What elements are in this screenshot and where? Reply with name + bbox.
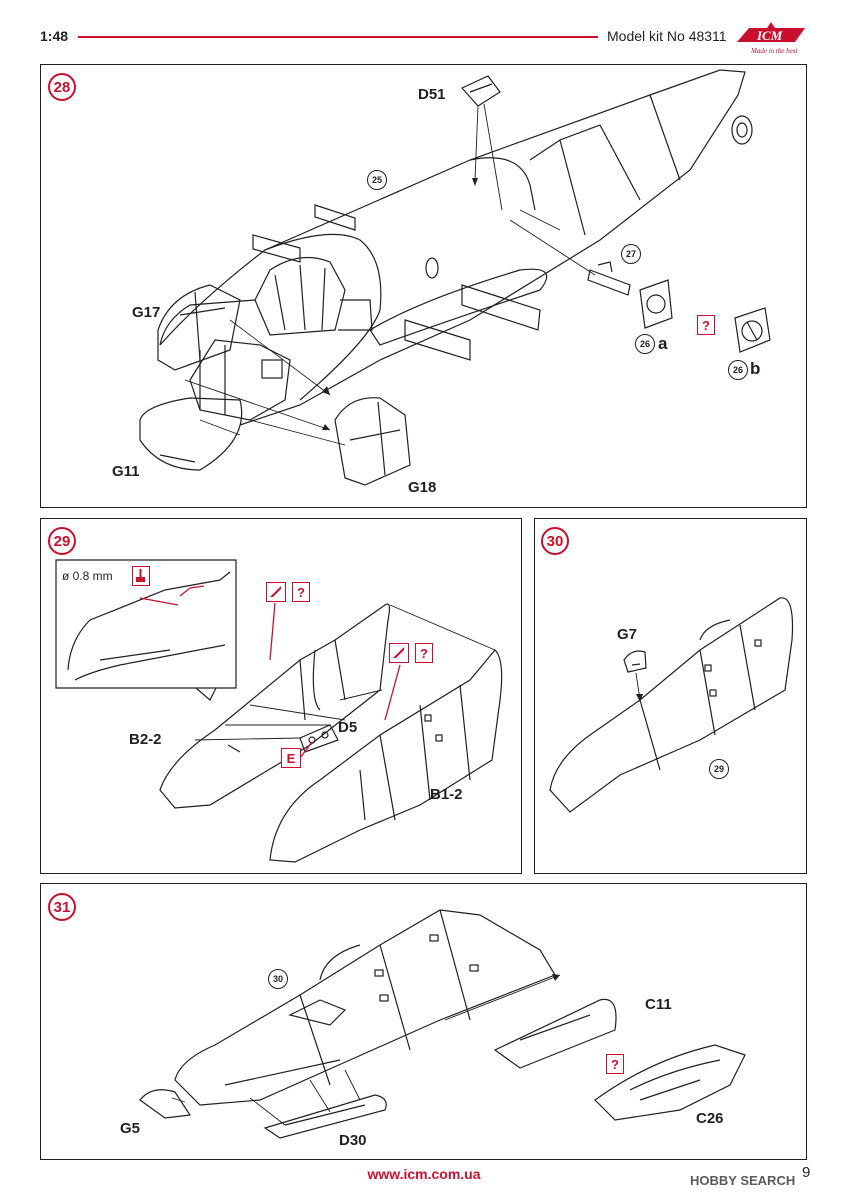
part-g7-label: G7 (617, 626, 638, 643)
part-c26-label: C26 (696, 1110, 724, 1127)
svg-text:Made in the best: Made in the best (750, 47, 799, 55)
glue-icon-b2 (266, 582, 286, 602)
step-31-panel (40, 883, 807, 1160)
part-d51-label: D51 (418, 86, 446, 103)
part-g11-label: G11 (112, 463, 140, 480)
watermark-text: HOBBY SEARCH (690, 1173, 796, 1188)
part-g5-label: G5 (120, 1120, 141, 1137)
page-number: 9 (802, 1164, 811, 1181)
drill-icon (132, 566, 150, 586)
ref-30: 30 (268, 969, 288, 989)
svg-text:ICM: ICM (756, 28, 783, 43)
glue-icon-b1 (389, 643, 409, 663)
header-rule (78, 36, 598, 38)
step-29-panel (40, 518, 522, 874)
part-d30-label: D30 (339, 1132, 367, 1149)
ref-26a-suffix: a (658, 334, 668, 353)
ref-29: 29 (709, 759, 729, 779)
part-d5-label: D5 (338, 719, 358, 736)
icm-logo: ICM Made in the best (735, 20, 807, 60)
footer-website: www.icm.com.ua (367, 1166, 481, 1182)
question-badge-29a: ? (292, 582, 310, 602)
question-badge-29b: ? (415, 643, 433, 663)
kit-number: Model kit No 48311 (607, 28, 727, 44)
question-badge-31: ? (606, 1054, 624, 1074)
part-c11-label: C11 (645, 996, 672, 1013)
scale-label: 1:48 (40, 28, 69, 44)
ref-25: 25 (367, 170, 387, 190)
ref-26b-suffix: b (750, 359, 761, 378)
inset-drill-note: ø 0.8 mm (62, 569, 113, 583)
e-marker-badge: E (281, 748, 301, 768)
step-31-badge: 31 (48, 893, 76, 921)
step-30-panel (534, 518, 807, 874)
part-g18-label: G18 (408, 479, 437, 496)
ref-26b: 26 (728, 360, 748, 380)
step-29-badge: 29 (48, 527, 76, 555)
question-badge-28: ? (697, 315, 715, 335)
part-b22-label: B2-2 (129, 731, 162, 748)
part-b12-label: B1-2 (430, 786, 463, 803)
ref-26a: 26 (635, 334, 655, 354)
part-g17-label: G17 (132, 304, 161, 321)
step-28-panel (40, 64, 807, 508)
ref-27: 27 (621, 244, 641, 264)
step-28-badge: 28 (48, 73, 76, 101)
step-30-badge: 30 (541, 527, 569, 555)
